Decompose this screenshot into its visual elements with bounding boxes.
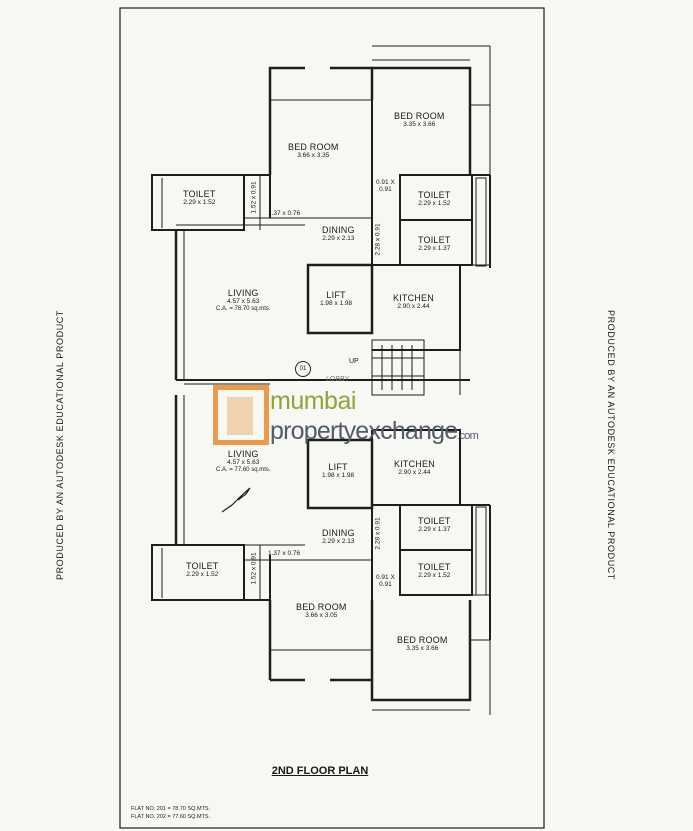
area-notes: FLAT NO. 201 = 78.70 SQ.MTS. FLAT NO. 20… xyxy=(131,806,210,822)
plan-title: 2ND FLOOR PLAN xyxy=(271,765,369,777)
dimension-label: 1.37 x 0.76 xyxy=(268,210,301,217)
side-text-right: PRODUCED BY AN AUTODESK EDUCATIONAL PROD… xyxy=(606,309,616,580)
dimension-label: 1.52 x 0.91 xyxy=(250,552,258,585)
room-label: BED ROOM 3.66 x 3.05 xyxy=(296,602,347,620)
watermark-logo-icon xyxy=(213,385,269,445)
room-label: LIVING 4.57 x 5.63 C.A. = 78.70 sq.mts. xyxy=(216,288,271,313)
grid-marker: 01 xyxy=(295,361,311,377)
room-label: DINING 2.29 x 2.13 xyxy=(322,225,355,243)
area-note: FLAT NO. 202 = 77.60 SQ.MTS. xyxy=(131,813,211,820)
room-label: LIVING 4.57 x 5.63 C.A. = 77.60 sq.mts. xyxy=(216,449,271,474)
dimension-label: 2.28 x 0.91 xyxy=(374,223,382,256)
sheet-border xyxy=(119,7,545,829)
room-label: TOILET 2.29 x 1.52 xyxy=(183,189,216,207)
room-label: KITCHEN 2.90 x 2.44 xyxy=(394,459,435,477)
watermark-line-1: mumbai xyxy=(270,387,356,415)
room-label: TOILET 2.29 x 1.52 xyxy=(418,190,451,208)
room-label: TOILET 2.29 x 1.37 xyxy=(418,235,451,253)
room-label: TOILET 2.29 x 1.37 xyxy=(418,516,451,534)
lobby-label: LOBBY xyxy=(326,376,350,383)
room-label: LIFT 1.98 x 1.98 xyxy=(320,290,353,308)
room-label: BED ROOM 3.66 x 3.35 xyxy=(288,142,339,160)
dimension-label: 2.28 x 0.91 xyxy=(374,517,382,550)
watermark-line-2: propertyexchange.com xyxy=(270,417,479,445)
area-note: FLAT NO. 201 = 78.70 SQ.MTS. xyxy=(131,806,211,812)
dimension-label: 1.37 x 0.76 xyxy=(268,550,301,557)
room-label: BED ROOM 3.35 x 3.66 xyxy=(394,111,445,129)
room-label: LIFT 1.98 x 1.98 xyxy=(322,462,355,480)
dimension-label: 1.52 x 0.91 xyxy=(250,181,258,214)
side-text-left: PRODUCED BY AN AUTODESK EDUCATIONAL PROD… xyxy=(55,310,65,581)
stair-up-label: UP xyxy=(349,358,359,365)
room-label: KITCHEN 2.90 x 2.44 xyxy=(393,293,434,311)
room-label: TOILET 2.29 x 1.52 xyxy=(186,561,219,579)
room-label: BED ROOM 3.35 x 3.66 xyxy=(397,635,448,653)
room-label: DINING 2.29 x 2.13 xyxy=(322,528,355,546)
room-label: TOILET 2.29 x 1.52 xyxy=(418,562,451,580)
